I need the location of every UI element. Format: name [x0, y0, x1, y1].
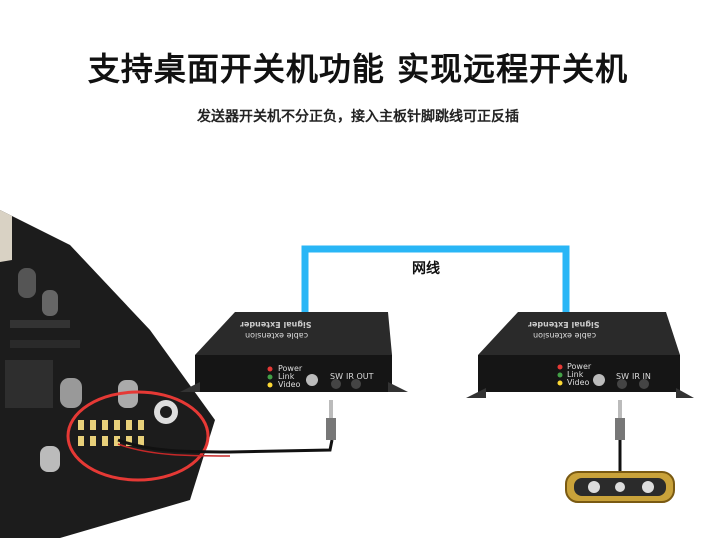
transmitter-device	[180, 312, 408, 392]
page-title: 支持桌面开关机功能 实现远程开关机	[87, 50, 629, 88]
transmitter-port-sw: SW	[330, 372, 343, 381]
receiver-jack-plug	[615, 418, 625, 440]
transmitter-led-video: Video	[278, 380, 301, 389]
sw-wire	[117, 438, 334, 454]
receiver-brand-text: Signal Extender	[528, 320, 600, 329]
receiver-led-video: Video	[567, 378, 590, 387]
jumper-highlight-circle	[66, 390, 210, 482]
transmitter-led-link: Link	[278, 372, 295, 381]
transmitter-sub-text: cable extension	[245, 331, 309, 340]
transmitter-brand-text: Signal Extender	[240, 320, 312, 329]
transmitter-jack-plug	[326, 418, 336, 440]
page-subtitle: 发送器开关机不分正负，接入主板针脚跳线可正反插	[197, 109, 519, 125]
receiver-led-link: Link	[567, 370, 584, 379]
transmitter-port-ir-out: IR OUT	[346, 372, 374, 381]
transmitter-led-power: Power	[278, 364, 303, 373]
receiver-led-power: Power	[567, 362, 592, 371]
receiver-sub-text: cable extension	[533, 331, 597, 340]
receiver-port-ir-in: IR IN	[632, 372, 651, 381]
switch-button-panel	[565, 471, 675, 503]
receiver-device	[466, 312, 694, 398]
network-cable-label: 网线	[412, 261, 440, 277]
receiver-port-sw: SW	[616, 372, 629, 381]
motherboard-image	[0, 210, 215, 538]
network-cable	[301, 245, 570, 318]
